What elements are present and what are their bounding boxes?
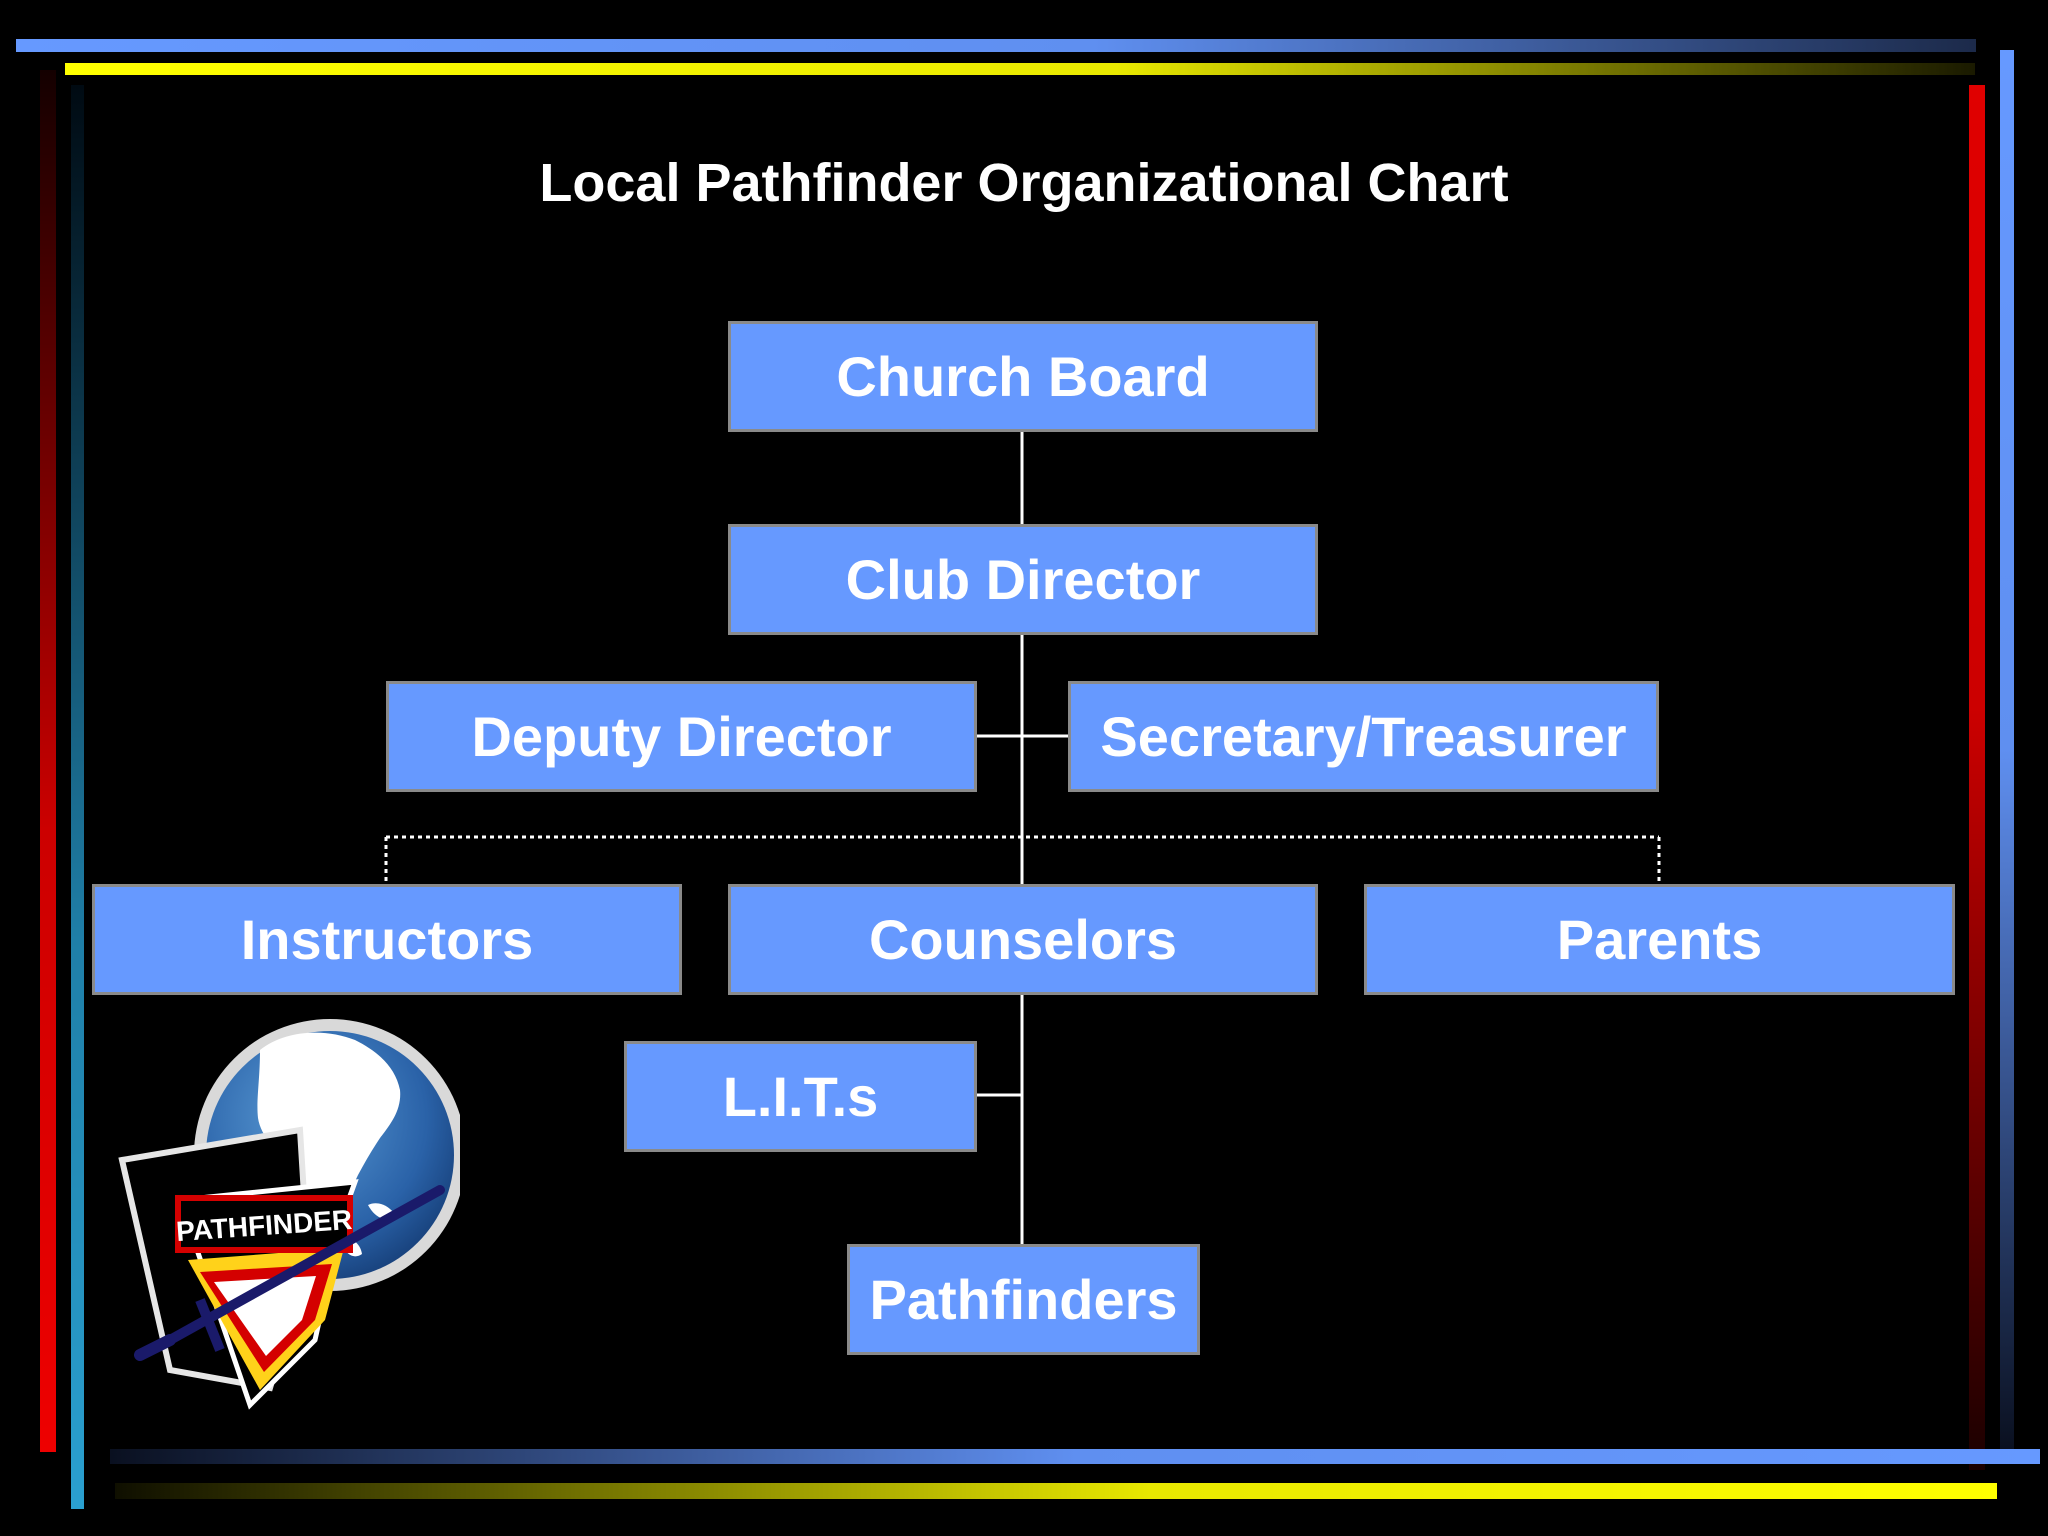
sword-icon	[134, 1185, 445, 1361]
node-parents: Parents	[1364, 884, 1955, 995]
bottom-blue-stripe	[110, 1449, 2040, 1464]
right-red-stripe	[1969, 85, 1985, 1470]
pathfinder-logo: PATHFINDER	[118, 1019, 460, 1410]
node-deputy-director: Deputy Director	[386, 681, 977, 792]
node-pathfinders: Pathfinders	[847, 1244, 1200, 1355]
node-lits: L.I.T.s	[624, 1041, 977, 1152]
node-counselors: Counselors	[728, 884, 1318, 995]
left-blue-stripe	[71, 85, 84, 1509]
right-blue-stripe	[2000, 50, 2014, 1450]
node-secretary-treasurer: Secretary/Treasurer	[1068, 681, 1659, 792]
bottom-yellow-stripe	[115, 1483, 1997, 1499]
left-red-stripe	[40, 70, 56, 1452]
top-blue-stripe	[16, 39, 1976, 52]
node-instructors: Instructors	[92, 884, 682, 995]
node-club-director: Club Director	[728, 524, 1318, 635]
top-yellow-stripe	[65, 63, 1975, 75]
chart-title: Local Pathfinder Organizational Chart	[539, 153, 1509, 213]
node-church-board: Church Board	[728, 321, 1318, 432]
